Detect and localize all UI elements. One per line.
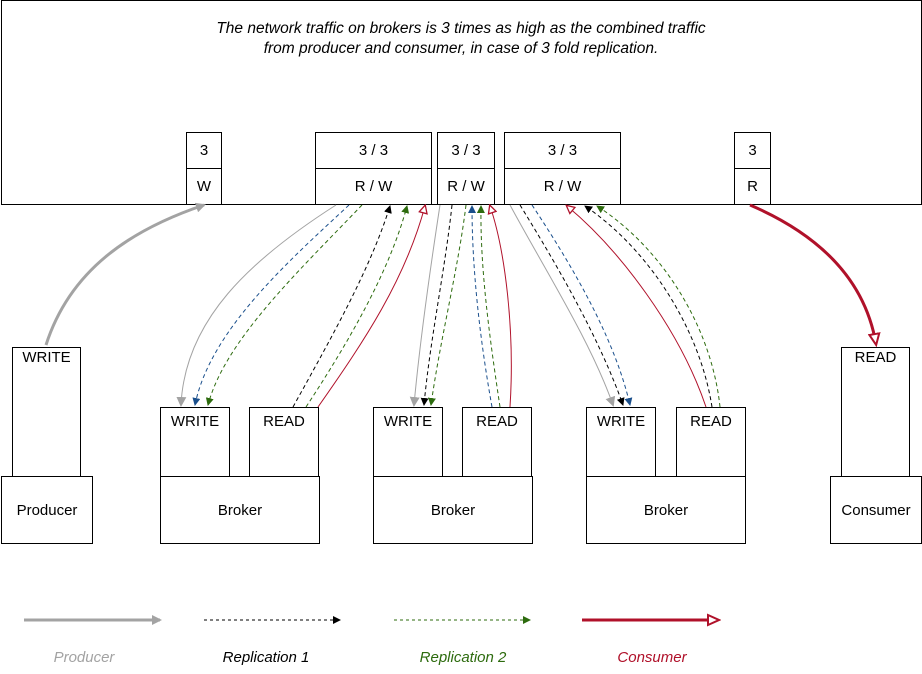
broker-1-producer-in [176,204,337,407]
broker-2-write-box: WRITE [373,407,443,477]
diagram-title: The network traffic on brokers is 3 time… [0,19,922,59]
broker-3-consumer-out [567,206,707,408]
broker-3-repl2-out [596,205,721,408]
legend-producer-label: Producer [53,649,115,666]
legend-replication-2-label: Replication 2 [419,649,507,666]
broker-3-producer-in [509,204,616,407]
legend-replication-1-label: Replication 1 [222,649,310,666]
broker-2-repl2-out [476,205,501,408]
broker-2-node: Broker [373,476,533,544]
broker-1-repl2-out [305,205,410,408]
producer-write-label: WRITE [22,349,71,366]
counter-consumer-mode: R [734,168,771,205]
counter-broker-1-mode: R / W [315,168,432,205]
broker-3-write-label: WRITE [596,413,646,430]
broker-3-repl1-in [519,204,625,406]
broker-1-repl1-in [192,204,350,406]
broker-3-node: Broker [586,476,746,544]
counter-broker-3-count: 3 / 3 [504,132,621,169]
broker-3-read-label: READ [690,413,732,430]
title-line-2: from producer and consumer, in case of 3… [263,40,659,57]
broker-1-write-box: WRITE [160,407,230,477]
producer-write-box: WRITE [12,347,81,477]
broker-3-write-box: WRITE [586,407,656,477]
consumer-traffic-arrow [749,203,876,344]
legend-consumer-label: Consumer [617,649,687,666]
broker-2-repl1-in [420,204,453,406]
broker-2-repl1-out [468,205,493,408]
counter-broker-2-mode: R / W [437,168,495,205]
broker-1-node: Broker [160,476,320,544]
broker-2-read-box: READ [462,407,532,477]
counter-broker-2-count: 3 / 3 [437,132,495,169]
broker-1-write-label: WRITE [170,413,220,430]
title-line-1: The network traffic on brokers is 3 time… [216,20,706,37]
counter-producer-mode: W [186,168,222,205]
broker-3-repl2-in [531,204,633,406]
broker-1-repl2-in [205,204,363,406]
counter-broker-1-count: 3 / 3 [315,132,432,169]
broker-2-producer-in [409,204,441,407]
counter-producer-count: 3 [186,132,222,169]
counter-consumer-count: 3 [734,132,771,169]
consumer-read-label: READ [854,349,897,366]
producer-traffic-arrow [44,202,206,346]
broker-1-read-box: READ [249,407,319,477]
broker-3-read-box: READ [676,407,746,477]
broker-2-read-label: READ [476,413,518,430]
broker-2-write-label: WRITE [383,413,433,430]
broker-2-repl2-in [427,204,467,406]
consumer-node: Consumer [830,476,922,544]
broker-3-repl1-out [584,205,713,408]
broker-1-read-label: READ [263,413,305,430]
broker-2-consumer-out [490,206,512,408]
broker-1-consumer-out [317,206,425,408]
broker-1-repl1-out [292,205,392,408]
consumer-read-box: READ [841,347,910,477]
counter-broker-3-mode: R / W [504,168,621,205]
producer-node: Producer [1,476,93,544]
